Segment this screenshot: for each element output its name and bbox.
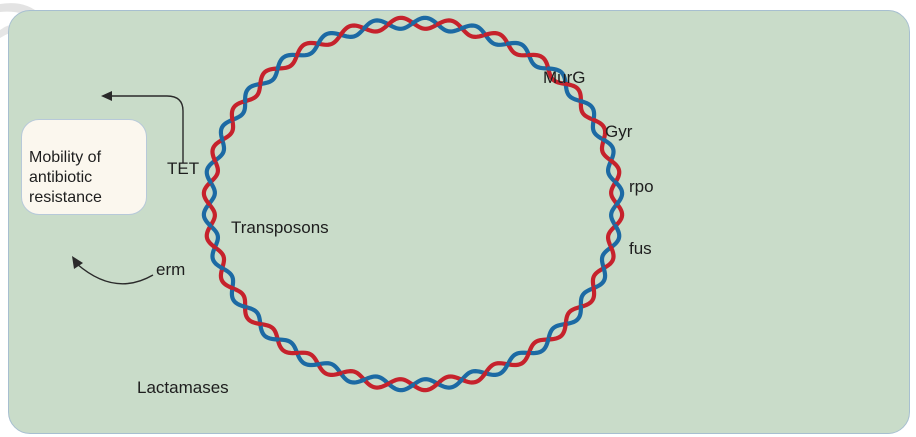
mobility-box-line: antibiotic: [29, 168, 154, 188]
label-tet: TET: [167, 160, 199, 177]
label-lactamases: Lactamases: [137, 379, 229, 396]
label-murg: MurG: [543, 69, 586, 86]
mobility-box-line: Mobility of: [29, 148, 154, 168]
plasmid-diagram: [9, 11, 909, 433]
label-erm: erm: [156, 261, 185, 278]
mobility-box-line: resistance: [29, 188, 154, 208]
label-transposons: Transposons: [231, 219, 329, 236]
label-fus: fus: [629, 240, 652, 257]
diagram-panel: Mobility of antibiotic resistance MurG G…: [8, 10, 910, 434]
label-gyr: Gyr: [605, 123, 632, 140]
mobility-of-resistance-box: Mobility of antibiotic resistance: [21, 119, 147, 215]
erm-curved-arrow: [72, 256, 153, 284]
mobility-box-text: Mobility of antibiotic resistance: [29, 148, 154, 208]
label-rpo: rpo: [629, 178, 654, 195]
